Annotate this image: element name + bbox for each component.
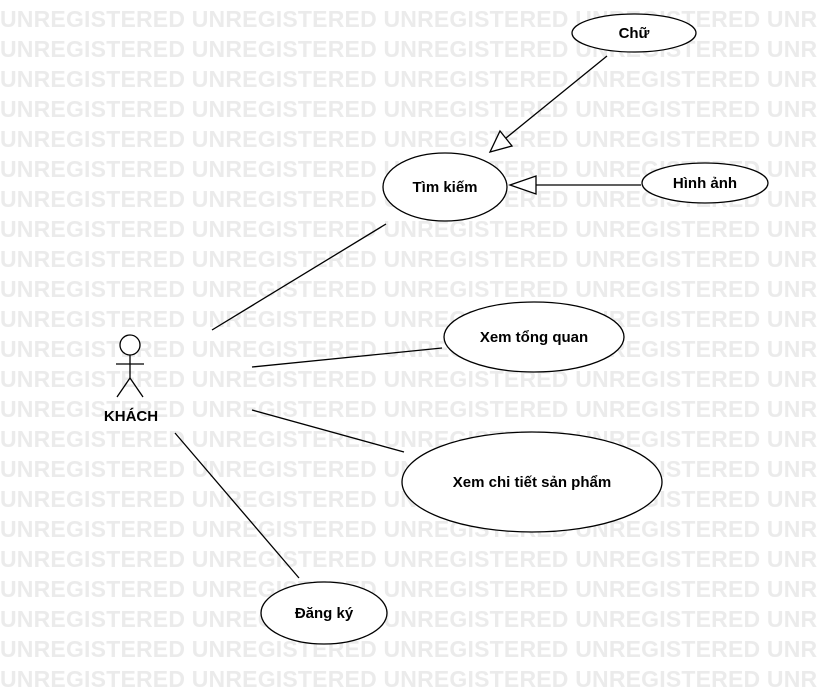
use-case-chu[interactable]: Chữ	[571, 13, 697, 53]
generalization-chu-tim-kiem	[505, 55, 608, 139]
association-khach-tim-kiem	[211, 223, 387, 331]
use-case-dang-ky-label: Đăng ký	[295, 605, 354, 622]
use-case-xem-chi-tiet-label: Xem chi tiết sản phẩm	[453, 474, 611, 491]
actor-head	[119, 334, 141, 356]
use-case-xem-tong-quan-label: Xem tổng quan	[480, 329, 588, 346]
association-khach-xem-tong-quan	[251, 347, 443, 368]
use-case-xem-tong-quan[interactable]: Xem tổng quan	[443, 301, 625, 373]
association-khach-dang-ky	[174, 432, 300, 579]
actor-left-leg	[116, 377, 131, 398]
use-case-hinh-anh[interactable]: Hình ảnh	[641, 162, 769, 204]
use-case-tim-kiem-label: Tìm kiếm	[412, 179, 477, 196]
use-case-chu-label: Chữ	[619, 25, 650, 42]
use-case-tim-kiem[interactable]: Tìm kiếm	[382, 152, 508, 222]
use-case-xem-chi-tiet[interactable]: Xem chi tiết sản phẩm	[401, 431, 663, 533]
association-khach-xem-chi-tiet	[251, 409, 405, 453]
use-case-hinh-anh-label: Hình ảnh	[673, 175, 737, 192]
actor-khach[interactable]: KHÁCH	[104, 334, 158, 425]
generalization-arrowhead-chu	[488, 129, 514, 153]
actor-label: KHÁCH	[104, 408, 158, 425]
actor-right-leg	[129, 377, 144, 398]
use-case-dang-ky[interactable]: Đăng ký	[260, 581, 388, 645]
generalization-arrowhead-hinh-anh	[508, 175, 537, 195]
